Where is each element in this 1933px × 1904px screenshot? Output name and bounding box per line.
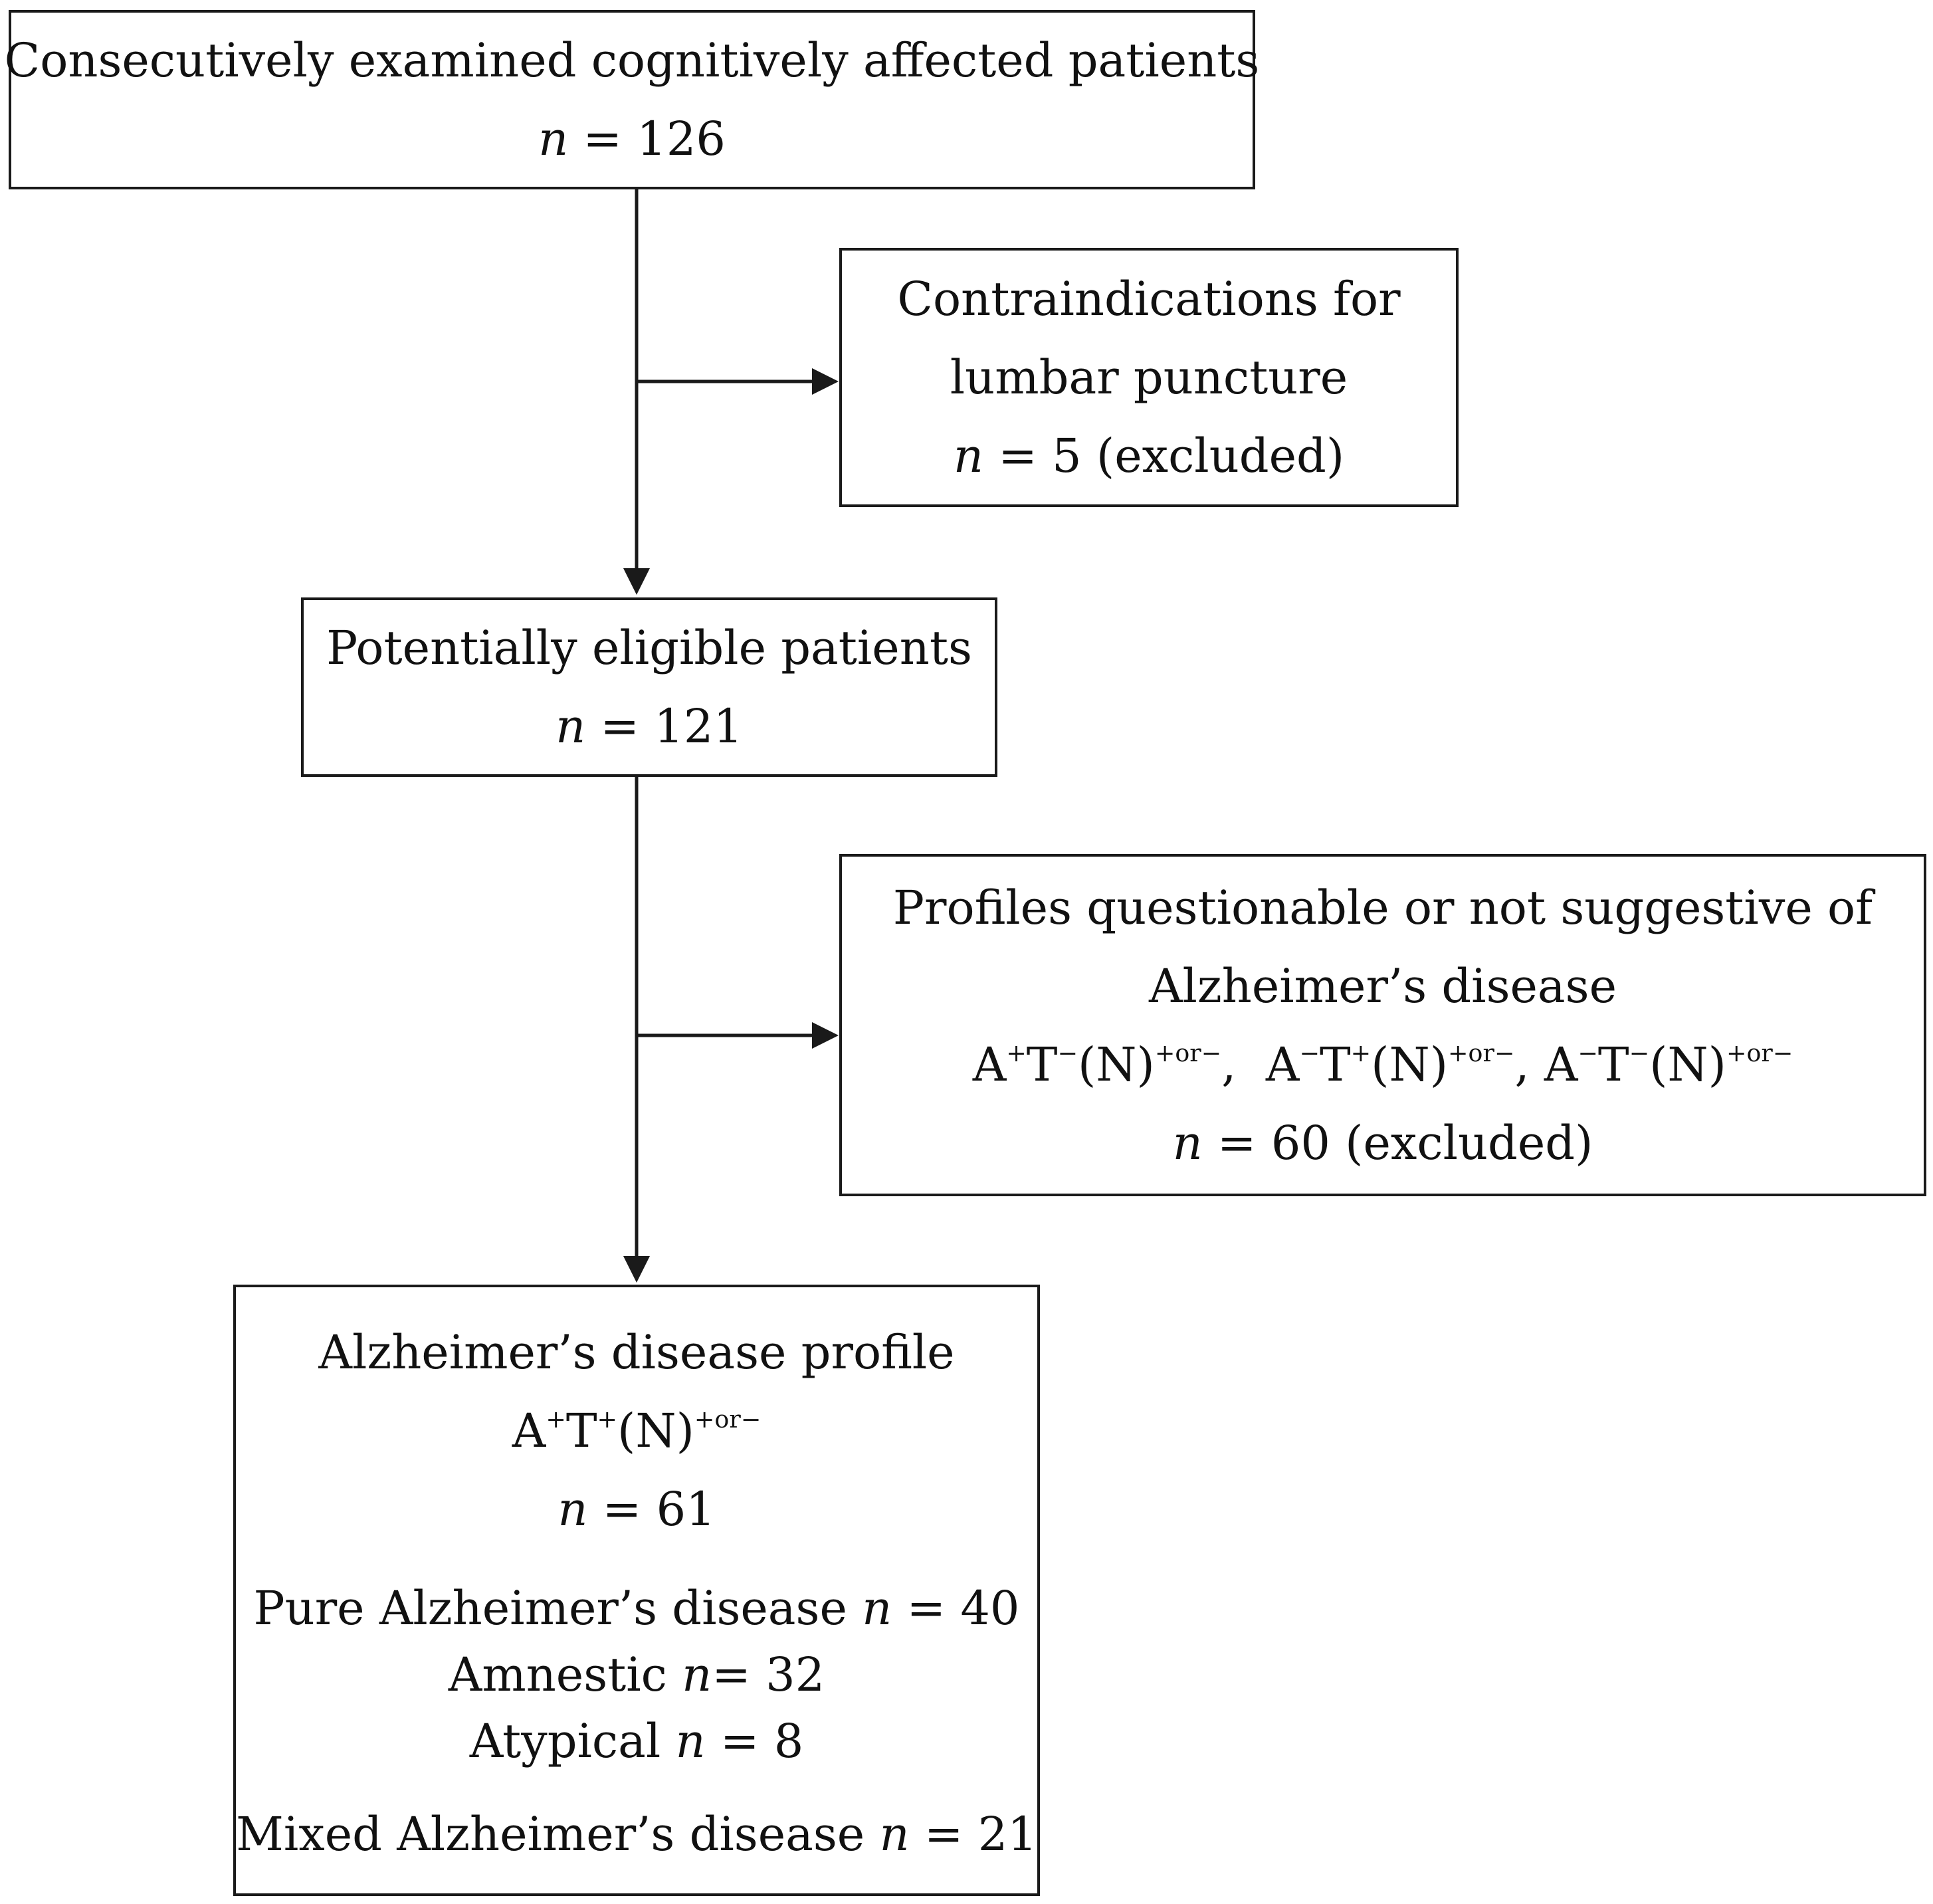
ad-n-value: = 61 [587, 1482, 716, 1536]
box-questionable-profiles: Profiles questionable or not suggestive … [839, 854, 1926, 1196]
eligible-title: Potentially eligible patients [326, 621, 972, 675]
profiles-line-1: Profiles questionable or not suggestive … [892, 880, 1873, 935]
contra-n-value: = 5 (excluded) [983, 429, 1345, 483]
eligible-n-value: = 121 [585, 699, 743, 754]
ad-pure-count: Pure Alzheimer’s disease n = 40 [253, 1581, 1020, 1636]
box-consecutive-patients: Consecutively examined cognitively affec… [5, 10, 1259, 189]
profiles-count: n = 60 (excluded) [1173, 1104, 1593, 1182]
contra-n-symbol: n [953, 429, 983, 483]
ad-count: n = 61 [558, 1470, 715, 1548]
box-ad-profile: Alzheimer’s disease profile A+T+(N)+or− … [233, 1285, 1040, 1896]
ad-biomarker-profile: A+T+(N)+or− [512, 1404, 762, 1458]
box-eligible-patients: Potentially eligible patients n = 121 [301, 597, 997, 777]
contra-count: n = 5 (excluded) [954, 417, 1344, 495]
profiles-n-symbol: n [1172, 1115, 1203, 1170]
ad-title: Alzheimer’s disease profile [318, 1325, 955, 1380]
biomarker-profile: A+T−(N)+or−, [972, 1037, 1266, 1092]
profiles-n-value: = 60 (excluded) [1202, 1115, 1593, 1170]
ad-n-symbol: n [558, 1482, 588, 1536]
ad-mixed-count: Mixed Alzheimer’s disease n = 21 [236, 1807, 1037, 1861]
biomarker-profile: A−T−(N)+or− [1544, 1037, 1793, 1092]
arrowhead-to-profiles [812, 1022, 839, 1049]
start-n-value: = 126 [568, 112, 726, 166]
contra-line-2: lumbar puncture [950, 350, 1348, 405]
ad-atypical-count: Atypical n = 8 [469, 1714, 804, 1768]
biomarker-profile: A−T+(N)+or−, [1265, 1037, 1544, 1092]
eligible-n-symbol: n [556, 699, 586, 754]
start-count: n = 126 [538, 100, 726, 178]
arrowhead-to-ad [623, 1256, 650, 1283]
arrowhead-to-contra [812, 368, 839, 395]
profiles-line-2: Alzheimer’s disease [1148, 958, 1617, 1013]
profiles-biomarkers: A+T−(N)+or−, A−T+(N)+or−, A−T−(N)+or− [973, 1025, 1793, 1104]
start-n-symbol: n [538, 112, 569, 166]
eligible-count: n = 121 [556, 687, 743, 766]
ad-amnestic-count: Amnestic n= 32 [448, 1647, 825, 1702]
contra-line-1: Contraindications for [897, 272, 1401, 326]
box-contraindications: Contraindications for lumbar puncture n … [839, 248, 1459, 507]
arrowhead-to-eligible [623, 568, 650, 595]
start-title: Consecutively examined cognitively affec… [4, 33, 1260, 88]
